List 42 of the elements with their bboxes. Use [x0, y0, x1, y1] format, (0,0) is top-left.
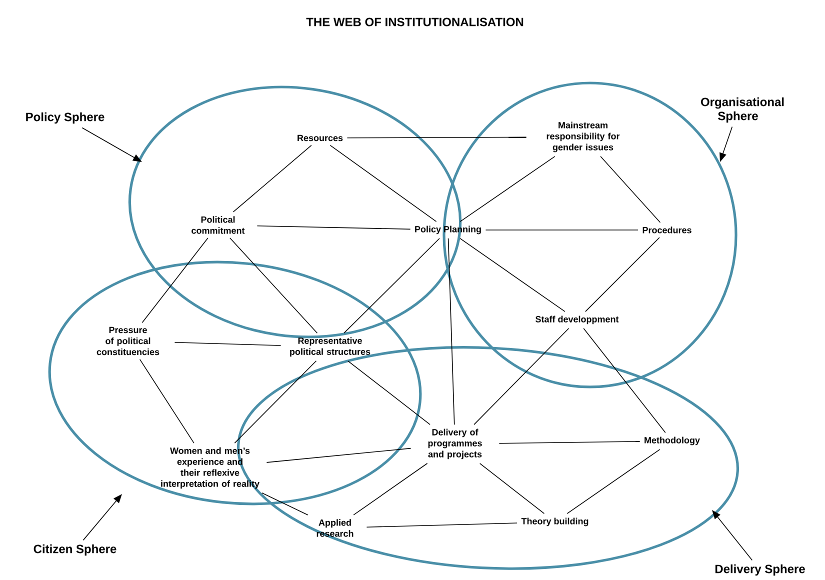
connector-line — [366, 522, 518, 528]
connector-line — [460, 156, 556, 222]
node-label: Pressure of political constituencies — [96, 326, 160, 356]
node-label: Delivery of programmes and projects — [428, 428, 482, 460]
node-label: Resources — [298, 134, 343, 142]
node-label: Staff developpment — [536, 316, 619, 324]
connector-line — [344, 238, 440, 334]
sphere-label: Policy Sphere — [26, 112, 104, 124]
connector-line — [142, 238, 208, 324]
connector-line — [256, 225, 411, 230]
connector-line — [600, 156, 661, 223]
connector-line — [230, 238, 318, 334]
connector-line — [498, 441, 640, 444]
sphere-label: Citizen Sphere — [34, 544, 116, 556]
connector-line — [353, 462, 428, 516]
sphere-label: Organisational Sphere — [701, 97, 784, 123]
connector-line — [261, 492, 308, 516]
connector-line — [346, 136, 527, 138]
connector-line — [266, 448, 412, 463]
connector-line — [585, 237, 660, 312]
connector-line — [330, 144, 437, 222]
connector-line — [448, 238, 455, 425]
connector-line — [234, 360, 317, 444]
connector-line — [474, 328, 570, 425]
node-label: Representative political structures — [290, 337, 370, 357]
node-label: Mainstream responsibility for gender issues — [546, 122, 620, 152]
connector-line — [139, 358, 194, 444]
connector-line — [348, 360, 430, 425]
connector-line — [583, 328, 666, 433]
node-label: Procedures — [642, 226, 692, 234]
node-label: Methodology — [644, 436, 700, 446]
sphere-label: Delivery Sphere — [715, 564, 805, 576]
node-label: Theory building — [521, 518, 588, 526]
node-label: Political commitment — [192, 216, 245, 234]
connector-line — [566, 449, 660, 514]
connector-line — [174, 342, 282, 346]
connector-line — [479, 462, 545, 514]
connector-line — [232, 144, 312, 212]
title: THE WEB OF INSTITUTIONALISATION — [306, 18, 524, 26]
connector-line — [460, 238, 566, 312]
arrow — [82, 494, 122, 541]
arrow — [712, 510, 753, 561]
